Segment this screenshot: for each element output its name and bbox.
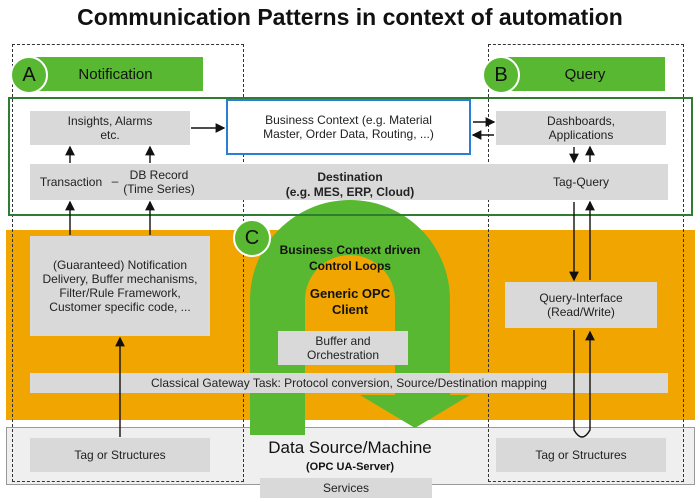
section-b-badge: B [482, 56, 520, 94]
destination-subtitle: (e.g. MES, ERP, Cloud) [285, 185, 415, 199]
arrow-interface-loop [573, 330, 595, 438]
insights-box: Insights, Alarms etc. [30, 111, 190, 145]
query-interface-box: Query-Interface (Read/Write) [505, 282, 657, 328]
destination-title: Destination [317, 170, 383, 184]
tag-structures-right: Tag or Structures [496, 438, 666, 472]
destination-band [30, 164, 668, 200]
tag-structures-left: Tag or Structures [30, 438, 210, 472]
query-header: Query [505, 57, 665, 91]
query-label: Query [564, 65, 606, 83]
notification-column [12, 44, 244, 482]
notification-delivery-box: (Guaranteed) Notification Delivery, Buff… [30, 236, 210, 336]
business-context-box: Business Context (e.g. Material Master, … [226, 99, 471, 155]
generic-client-label: Generic OPC Client [309, 286, 391, 317]
notification-header: Notification [28, 57, 203, 91]
gateway-task-bar: Classical Gateway Task: Protocol convers… [30, 373, 668, 393]
query-column [488, 44, 684, 482]
dashboards-box: Dashboards, Applications [496, 111, 666, 145]
tag-query-box: Tag-Query [552, 175, 610, 189]
transaction-dash: – [111, 174, 119, 188]
buffer-box: Buffer and Orchestration [278, 331, 408, 365]
data-source-label: Data Source/Machine [268, 438, 432, 457]
page-title: Communication Patterns in context of aut… [77, 4, 623, 30]
notification-label: Notification [78, 65, 153, 83]
destination-frame [8, 97, 693, 216]
services-box: Services [260, 478, 432, 498]
transaction-box: Transaction [39, 175, 103, 189]
db-record-box: DB Record (Time Series) [123, 168, 195, 196]
opc-server-label: (OPC UA-Server) [305, 461, 395, 473]
control-loop-title: Business Context driven Control Loops [279, 243, 421, 273]
section-a-badge: A [10, 56, 48, 94]
section-c-badge: C [233, 219, 271, 257]
